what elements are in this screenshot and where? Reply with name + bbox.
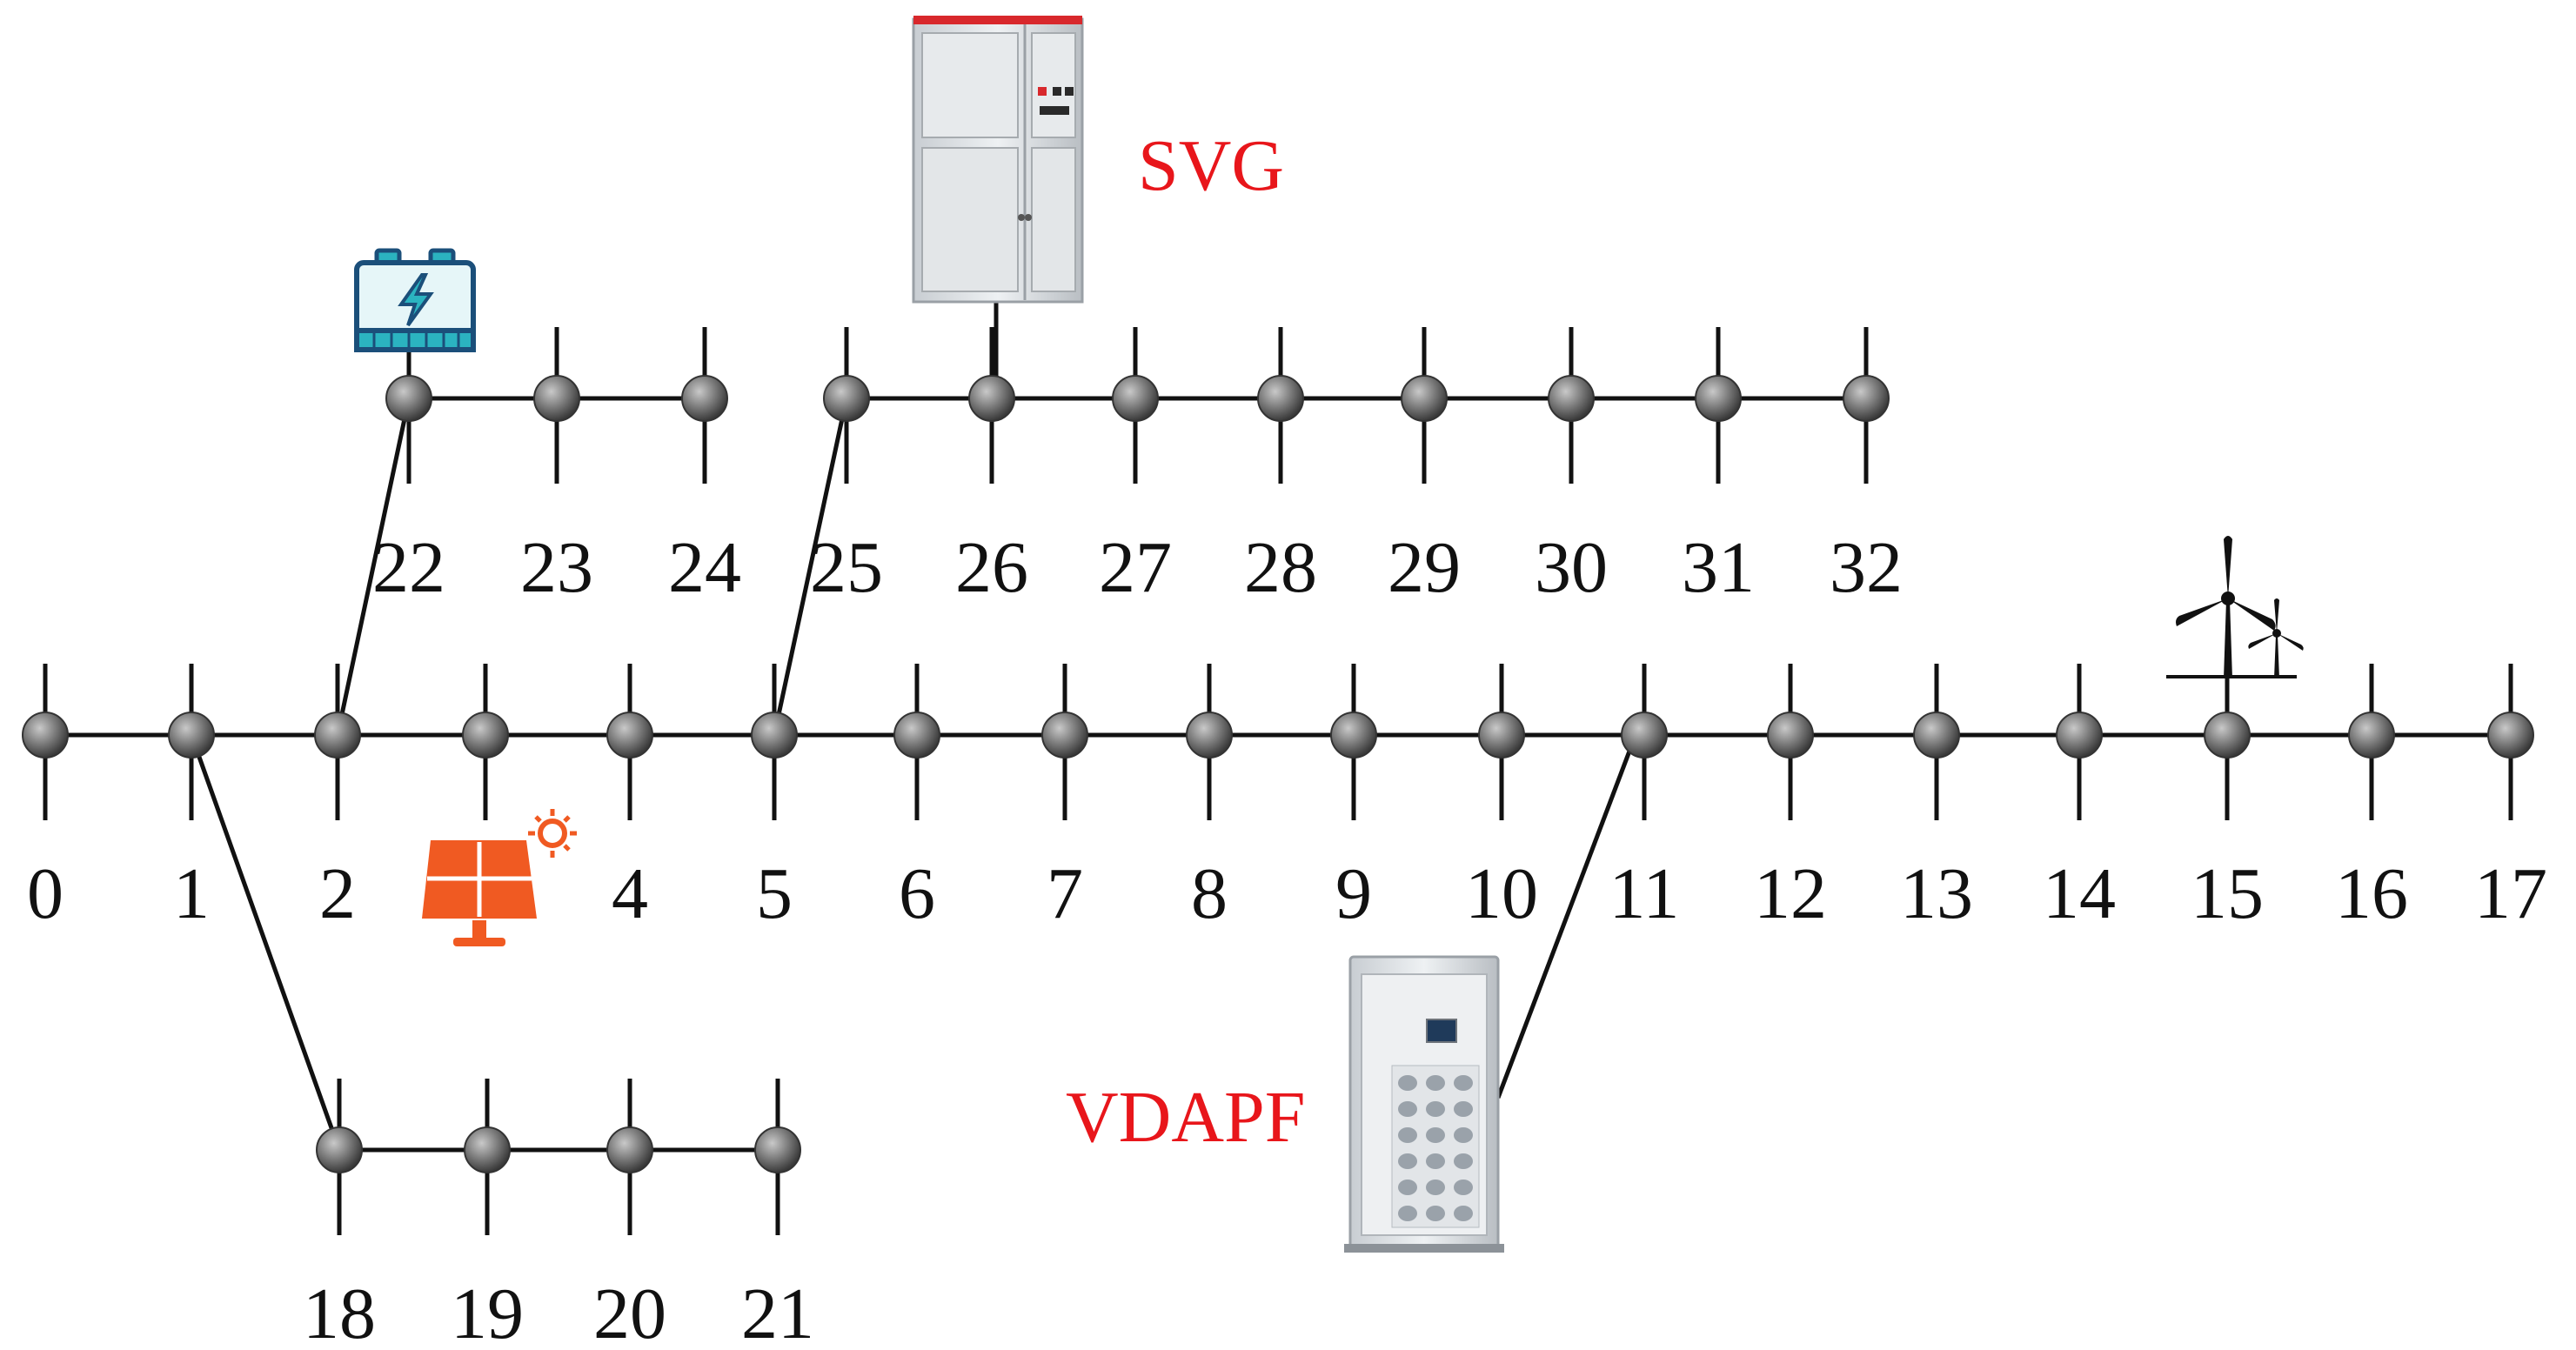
bus-label-6: 6 bbox=[899, 853, 935, 934]
bus-label-17: 17 bbox=[2474, 853, 2547, 934]
bus-label-21: 21 bbox=[741, 1273, 814, 1350]
bus-node-1[interactable] bbox=[168, 712, 215, 759]
bus-node-11[interactable] bbox=[1621, 712, 1668, 759]
bus-node-20[interactable] bbox=[606, 1126, 653, 1173]
bus-label-1: 1 bbox=[173, 853, 210, 934]
bus-label-11: 11 bbox=[1609, 853, 1680, 934]
bus-label-29: 29 bbox=[1388, 527, 1461, 608]
bus-label-4: 4 bbox=[612, 853, 648, 934]
vent-grille bbox=[1398, 1127, 1417, 1143]
vent-grille bbox=[1454, 1206, 1473, 1221]
bus-node-29[interactable] bbox=[1401, 375, 1448, 422]
bus-label-32: 32 bbox=[1830, 527, 1903, 608]
bus-node-9[interactable] bbox=[1330, 712, 1377, 759]
bus-node-2[interactable] bbox=[314, 712, 361, 759]
bus-node-32[interactable] bbox=[1843, 375, 1890, 422]
bus-label-24: 24 bbox=[668, 527, 741, 608]
vent-grille bbox=[1426, 1180, 1445, 1195]
bus-label-13: 13 bbox=[1900, 853, 1973, 934]
vent-grille bbox=[1454, 1153, 1473, 1169]
bus-node-16[interactable] bbox=[2348, 712, 2395, 759]
bus-label-19: 19 bbox=[451, 1273, 524, 1350]
branch-1-18 bbox=[189, 734, 342, 1151]
bus-node-19[interactable] bbox=[464, 1126, 511, 1173]
bus-node-22[interactable] bbox=[385, 375, 432, 422]
bus-label-2: 2 bbox=[319, 853, 356, 934]
bus-label-16: 16 bbox=[2335, 853, 2408, 934]
branch-lines bbox=[45, 396, 2511, 1153]
vent-grille bbox=[1426, 1127, 1445, 1143]
bus-node-14[interactable] bbox=[2056, 712, 2103, 759]
vent-grille bbox=[1426, 1075, 1445, 1091]
vent-grille bbox=[1454, 1127, 1473, 1143]
bus-label-12: 12 bbox=[1754, 853, 1827, 934]
vent-grille bbox=[1426, 1206, 1445, 1221]
vent-grille bbox=[1426, 1153, 1445, 1169]
bus-label-23: 23 bbox=[520, 527, 593, 608]
bus-label-30: 30 bbox=[1535, 527, 1608, 608]
svg-cabinet-icon bbox=[912, 16, 1084, 396]
vent-grille bbox=[1398, 1101, 1417, 1117]
vdapf-cabinet-icon bbox=[1344, 734, 1638, 1253]
bus-node-6[interactable] bbox=[893, 712, 940, 759]
bus-node-10[interactable] bbox=[1478, 712, 1525, 759]
bus-label-10: 10 bbox=[1465, 853, 1538, 934]
branch-5-25 bbox=[772, 398, 849, 736]
bus-node-5[interactable] bbox=[751, 712, 798, 759]
branch-2-22 bbox=[335, 398, 411, 736]
vent-grille bbox=[1398, 1180, 1417, 1195]
bus-node-24[interactable] bbox=[681, 375, 728, 422]
bus-node-18[interactable] bbox=[316, 1126, 363, 1173]
vent-grille bbox=[1398, 1075, 1417, 1091]
bus-label-25: 25 bbox=[810, 527, 883, 608]
bus-node-28[interactable] bbox=[1257, 375, 1304, 422]
bus-label-7: 7 bbox=[1047, 853, 1083, 934]
bus-label-9: 9 bbox=[1335, 853, 1372, 934]
bus-node-8[interactable] bbox=[1186, 712, 1233, 759]
bus-label-22: 22 bbox=[372, 527, 445, 608]
bus-node-27[interactable] bbox=[1112, 375, 1159, 422]
bus-nodes bbox=[22, 375, 2534, 1173]
bus-label-8: 8 bbox=[1191, 853, 1228, 934]
vent-grille bbox=[1426, 1101, 1445, 1117]
bus-node-12[interactable] bbox=[1767, 712, 1814, 759]
svg-device-label: SVG bbox=[1138, 125, 1284, 206]
bus-node-3[interactable] bbox=[462, 712, 509, 759]
wind-turbine-icon bbox=[2166, 536, 2304, 678]
vent-grille bbox=[1454, 1075, 1473, 1091]
vent-grille bbox=[1398, 1206, 1417, 1221]
bus-label-0: 0 bbox=[27, 853, 64, 934]
solar-panel-icon bbox=[422, 809, 577, 946]
bus-label-26: 26 bbox=[955, 527, 1028, 608]
bus-label-15: 15 bbox=[2191, 853, 2264, 934]
bus-label-20: 20 bbox=[593, 1273, 666, 1350]
vent-grille bbox=[1398, 1153, 1417, 1169]
bus-node-15[interactable] bbox=[2204, 712, 2251, 759]
bus-node-21[interactable] bbox=[754, 1126, 801, 1173]
bus-label-5: 5 bbox=[756, 853, 793, 934]
vdapf-device-label: VDAPF bbox=[1066, 1077, 1305, 1158]
bus-label-31: 31 bbox=[1682, 527, 1755, 608]
bus-node-31[interactable] bbox=[1695, 375, 1742, 422]
bus-label-14: 14 bbox=[2043, 853, 2116, 934]
bus-node-17[interactable] bbox=[2487, 712, 2534, 759]
bus-node-4[interactable] bbox=[606, 712, 653, 759]
bus-label-28: 28 bbox=[1244, 527, 1317, 608]
bus-node-30[interactable] bbox=[1548, 375, 1595, 422]
vent-grille bbox=[1454, 1180, 1473, 1195]
vent-grille bbox=[1454, 1101, 1473, 1117]
bus-node-7[interactable] bbox=[1041, 712, 1088, 759]
bus-node-0[interactable] bbox=[22, 712, 69, 759]
battery-icon bbox=[354, 248, 476, 352]
bus-label-27: 27 bbox=[1099, 527, 1172, 608]
bus-node-13[interactable] bbox=[1913, 712, 1960, 759]
bus-label-18: 18 bbox=[303, 1273, 376, 1350]
bus-node-23[interactable] bbox=[533, 375, 580, 422]
bus-node-25[interactable] bbox=[823, 375, 870, 422]
bus-node-26[interactable] bbox=[968, 375, 1015, 422]
